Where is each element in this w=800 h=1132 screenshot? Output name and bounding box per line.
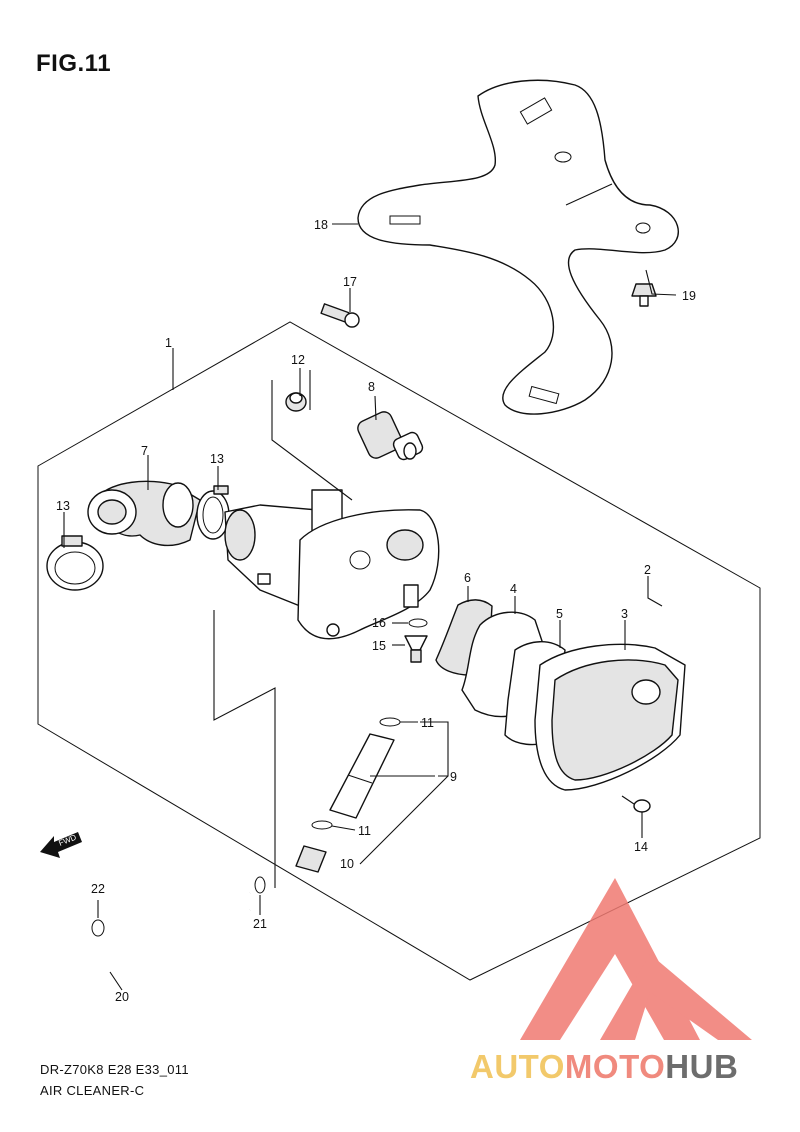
callout-20: 20 bbox=[115, 990, 129, 1004]
intake-boot-7 bbox=[87, 480, 201, 547]
callout-8: 8 bbox=[368, 380, 375, 394]
wordmark-moto: MOTO bbox=[564, 1048, 666, 1085]
callout-16: 16 bbox=[372, 616, 386, 630]
callout-11-upper: 11 bbox=[421, 716, 434, 730]
callout-11-lower: 11 bbox=[358, 824, 371, 838]
callout-15: 15 bbox=[372, 639, 386, 653]
wordmark-auto: AUTO bbox=[470, 1048, 565, 1085]
grommet-12 bbox=[285, 392, 307, 412]
bolt-17 bbox=[320, 303, 360, 328]
callout-2: 2 bbox=[644, 563, 651, 577]
drain-tube-9 bbox=[329, 733, 395, 819]
screw-14 bbox=[621, 795, 651, 813]
cover-2-3 bbox=[534, 643, 686, 791]
caption-section-name: AIR CLEANER-C bbox=[40, 1083, 145, 1098]
callout-18: 18 bbox=[314, 218, 328, 232]
callout-6: 6 bbox=[464, 571, 471, 585]
drain-plug-10 bbox=[295, 845, 327, 873]
callout-21: 21 bbox=[253, 917, 267, 931]
callout-4: 4 bbox=[510, 582, 517, 596]
bracket-plate bbox=[357, 79, 679, 415]
watermark-logo bbox=[520, 878, 752, 1040]
callout-19: 19 bbox=[682, 289, 696, 303]
callout-17: 17 bbox=[343, 275, 357, 289]
callout-12: 12 bbox=[291, 353, 305, 367]
callout-10: 10 bbox=[340, 857, 354, 871]
caption-model-code: DR-Z70K8 E28 E33_011 bbox=[40, 1062, 189, 1077]
clip-22 bbox=[91, 919, 105, 937]
hose-20 bbox=[41, 892, 251, 997]
callout-7: 7 bbox=[141, 444, 148, 458]
screw-19 bbox=[631, 283, 657, 307]
callout-13-left: 13 bbox=[56, 499, 70, 513]
breather-cap-8 bbox=[357, 411, 424, 461]
callout-14: 14 bbox=[634, 840, 648, 854]
fwd-arrow-icon: FWD bbox=[40, 832, 82, 858]
figure-title: FIG.11 bbox=[36, 50, 112, 77]
ring-16 bbox=[408, 618, 428, 628]
watermark-wordmark: AUTOMOTOHUB bbox=[470, 1048, 738, 1086]
check-valve-15 bbox=[404, 635, 428, 663]
clamp-13-left bbox=[46, 535, 104, 591]
air-cleaner-case bbox=[224, 489, 440, 640]
assembly-group-outline bbox=[37, 321, 761, 981]
callout-22: 22 bbox=[91, 882, 105, 896]
callout-1: 1 bbox=[165, 336, 172, 350]
clip-21 bbox=[254, 876, 266, 894]
callout-3: 3 bbox=[621, 607, 628, 621]
callout-5: 5 bbox=[556, 607, 563, 621]
wordmark-hub: HUB bbox=[665, 1048, 739, 1085]
callout-13-right: 13 bbox=[210, 452, 224, 466]
clamp-13-right bbox=[196, 485, 230, 540]
callout-9: 9 bbox=[450, 770, 457, 784]
